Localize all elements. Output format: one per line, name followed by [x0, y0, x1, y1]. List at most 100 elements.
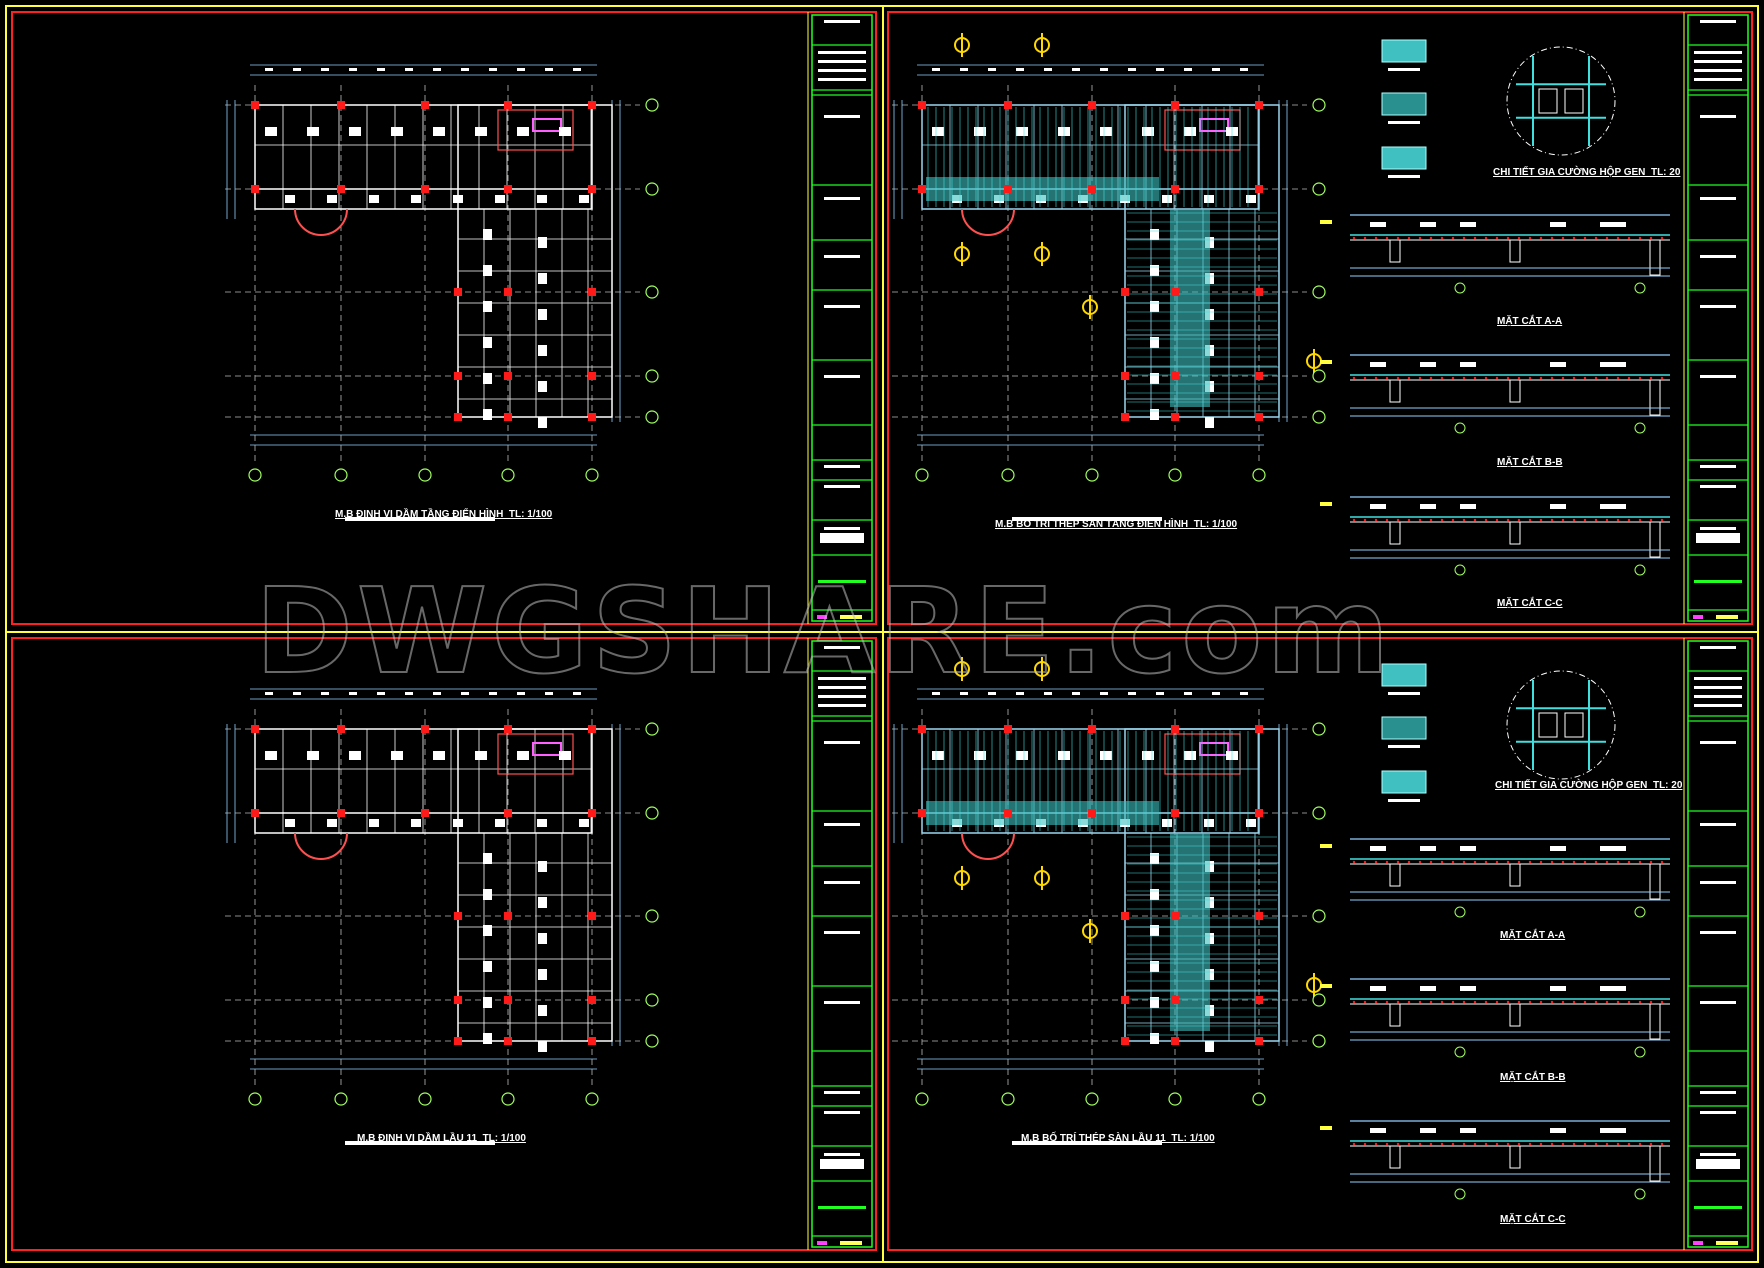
rebar-dot [1517, 1000, 1521, 1004]
grid-bubble [645, 369, 659, 383]
rebar-label [1370, 504, 1386, 509]
title-block-text [1700, 197, 1736, 200]
rebar-dot [1649, 1000, 1653, 1004]
rebar-dot [1616, 860, 1620, 864]
title-block-text [1700, 931, 1736, 934]
dimension-text [1072, 692, 1080, 695]
title-block-text [1700, 255, 1736, 258]
title-block-text [1700, 375, 1736, 378]
rebar-dot [1660, 1000, 1664, 1004]
balcony-arc [961, 208, 1015, 236]
rebar-dot [1550, 860, 1554, 864]
beam-label [1184, 751, 1196, 760]
beam-label [1150, 925, 1159, 936]
column [1171, 996, 1179, 1004]
section-view [1320, 214, 1670, 294]
rebar-dot [1352, 236, 1356, 240]
dimension-text [1044, 692, 1052, 695]
section-view [1320, 978, 1670, 1058]
column [421, 809, 429, 817]
beam-label [1142, 751, 1154, 760]
rebar-dot [1374, 376, 1378, 380]
column [1255, 809, 1263, 817]
rebar-dot [1561, 860, 1565, 864]
rebar-dot [1473, 376, 1477, 380]
column [1004, 809, 1012, 817]
grid-bubble [418, 468, 432, 482]
rebar-dot [1517, 860, 1521, 864]
dimension-text [545, 692, 553, 695]
column [504, 372, 512, 380]
balcony-arc [294, 832, 348, 860]
grid-bubble [1252, 1092, 1266, 1106]
title-block-text [1694, 69, 1742, 72]
beam-label [483, 229, 492, 240]
grid-bubble [1634, 1046, 1646, 1058]
grid-bubble [1312, 369, 1326, 383]
rebar-label [1550, 362, 1566, 367]
beam-label [453, 819, 463, 827]
grid-bubble [334, 1092, 348, 1106]
column [337, 725, 345, 733]
watermark: DWGSHARE.com [255, 562, 1393, 700]
beam-label [559, 751, 571, 760]
title-block-text [824, 20, 860, 23]
rebar-dot [1528, 860, 1532, 864]
rebar-dot [1396, 860, 1400, 864]
title-block-text [1700, 20, 1736, 23]
title-block-text [824, 881, 860, 884]
beam-label [538, 897, 547, 908]
dimension-text [517, 692, 525, 695]
grid-bubble [645, 993, 659, 1007]
rebar-dot [1396, 236, 1400, 240]
column [1121, 372, 1129, 380]
rebar-dot [1363, 1000, 1367, 1004]
title-block-text [824, 527, 860, 530]
beam-label [1150, 997, 1159, 1008]
column [454, 996, 462, 1004]
beam-label [483, 301, 492, 312]
rebar-dot [1528, 1000, 1532, 1004]
rebar-dot [1418, 518, 1422, 522]
beam-label [538, 1041, 547, 1052]
grid-bubble [645, 285, 659, 299]
gen-box [1538, 88, 1558, 114]
grid-bubble [1252, 468, 1266, 482]
column [1088, 809, 1096, 817]
rebar-dot [1528, 518, 1532, 522]
hatch-legend-swatch [1381, 770, 1427, 794]
rebar-dot [1396, 1142, 1400, 1146]
dimension-text [433, 692, 441, 695]
rebar-dot [1451, 1000, 1455, 1004]
column [1171, 809, 1179, 817]
beam-label [483, 373, 492, 384]
dimension-text [517, 68, 525, 71]
dimension-text [461, 68, 469, 71]
rebar-label [1460, 986, 1476, 991]
rebar-label [1610, 1128, 1626, 1133]
slab-rebar-plan [892, 657, 1326, 1145]
rebar-dot [1572, 1000, 1576, 1004]
sheet-number [1716, 615, 1738, 619]
rebar-label [1550, 986, 1566, 991]
beam-label [433, 751, 445, 760]
column [588, 809, 596, 817]
column [588, 912, 596, 920]
level-marker [1320, 360, 1332, 364]
detail-title: CHI TIẾT GIA CƯỜNG HỘP GEN_TL: 20 [1493, 165, 1681, 178]
rebar-dot [1605, 1142, 1609, 1146]
beam-label [538, 381, 547, 392]
rebar-dot [1528, 236, 1532, 240]
grid-bubble [585, 1092, 599, 1106]
rebar-dot [1495, 860, 1499, 864]
rebar-label [1370, 1128, 1386, 1133]
rebar-dot [1638, 1000, 1642, 1004]
grid-bubble [1312, 909, 1326, 923]
dimension-text [489, 68, 497, 71]
rebar-dot [1374, 1000, 1378, 1004]
rebar-dot [1539, 236, 1543, 240]
rebar-dot [1550, 376, 1554, 380]
column [588, 1037, 596, 1045]
beam-label [1205, 1041, 1214, 1052]
dimension-text [321, 68, 329, 71]
